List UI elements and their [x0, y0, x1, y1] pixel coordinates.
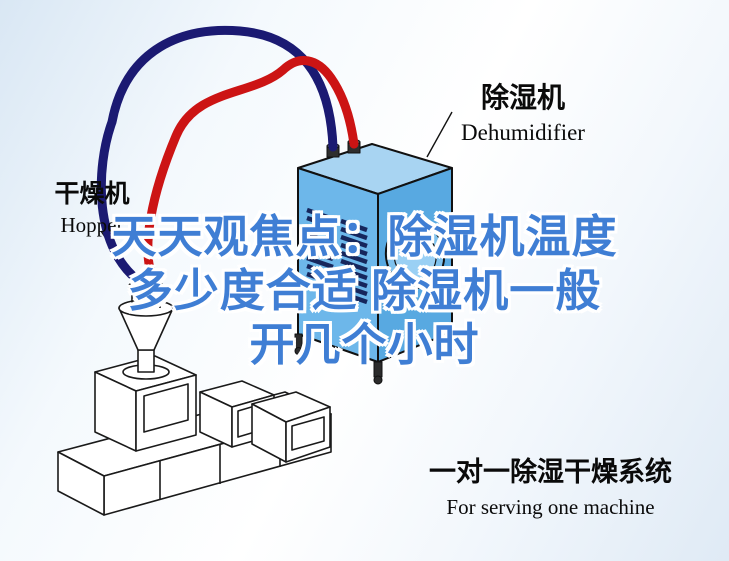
dehumidifier-label: 除湿机 Dehumidifier	[448, 76, 598, 146]
dehumidifier-label-cn: 除湿机	[480, 82, 565, 113]
dehumidifier-label-en: Dehumidifier	[461, 120, 585, 145]
system-caption: 一对一除湿干燥系统 For serving one machine	[408, 450, 693, 520]
system-caption-en: For serving one machine	[446, 495, 655, 519]
dehumidifier-leader-line	[426, 111, 453, 158]
vent-grille-left	[306, 207, 334, 294]
hopper-label: 干燥机 Hopper	[42, 174, 142, 238]
machine-unit-right-door	[291, 416, 325, 451]
headline-line-2: 多少度合适 除湿机一般	[127, 265, 602, 316]
supply-hose-red	[143, 56, 359, 291]
dehumidifier-unit	[294, 139, 456, 385]
fan-hub	[410, 250, 420, 260]
vent-grille-right	[340, 218, 368, 305]
hopper-upper-cylinder	[131, 290, 161, 308]
dehumidifier-caster-right	[447, 344, 456, 352]
machine-unit-left-door	[143, 383, 189, 433]
headline-overlay: 天天观焦点：除湿机温度 多少度合适 除湿机一般 开几个小时	[0, 210, 729, 372]
headline-line-3: 开几个小时	[249, 319, 480, 370]
machine-base-side	[57, 451, 105, 516]
hopper-label-en: Hopper	[60, 213, 124, 237]
molding-machine-art	[57, 275, 332, 516]
hopper-label-cn: 干燥机	[54, 180, 130, 208]
dehumidifier-caster-left	[294, 347, 303, 355]
headline-line-1: 天天观焦点：除湿机温度	[111, 211, 618, 262]
dehumidifier-caster-mid	[373, 375, 383, 385]
system-caption-cn: 一对一除湿干燥系统	[429, 457, 672, 487]
